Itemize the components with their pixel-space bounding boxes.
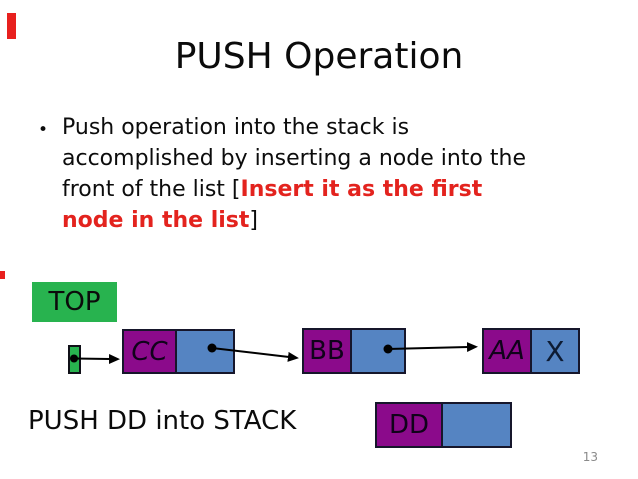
- node-bb-next-cell: [350, 328, 406, 374]
- node-aa-data-cell: AA: [482, 328, 532, 374]
- node-aa-next-cell: X: [530, 328, 580, 374]
- bullet-item: • Push operation into the stack is accom…: [38, 112, 538, 236]
- node-bb-label: BB: [309, 336, 345, 366]
- node-dd-data-cell: DD: [375, 402, 443, 448]
- bullet-text-close-bracket: ]: [249, 208, 259, 233]
- top-pointer-label-box: TOP: [32, 282, 117, 322]
- bullet-marker: •: [38, 120, 49, 140]
- red-edge-mark: [7, 13, 16, 39]
- node-aa-label: AA: [489, 336, 525, 366]
- null-x-mark: X: [545, 334, 565, 368]
- bullet-text: Push operation into the stack is accompl…: [62, 112, 538, 236]
- node-cc-next-cell: [175, 329, 235, 374]
- page-title: PUSH Operation: [174, 36, 464, 77]
- node-cc-label: CC: [131, 336, 168, 367]
- node-cc-data-cell: CC: [122, 329, 177, 374]
- node-bb-data-cell: BB: [302, 328, 352, 374]
- bullet-text-black: Push operation into the stack is accompl…: [62, 115, 526, 202]
- node-dd-next-cell: [441, 402, 512, 448]
- node-dd-label: DD: [388, 410, 430, 440]
- push-dd-caption: PUSH DD into STACK: [28, 406, 297, 436]
- top-pointer-cell: [68, 345, 81, 374]
- page-number: 13: [582, 450, 598, 464]
- red-edge-mark: [0, 271, 5, 279]
- bullet-text-red: Insert it as the first node in the list: [62, 177, 483, 233]
- top-label: TOP: [48, 287, 101, 317]
